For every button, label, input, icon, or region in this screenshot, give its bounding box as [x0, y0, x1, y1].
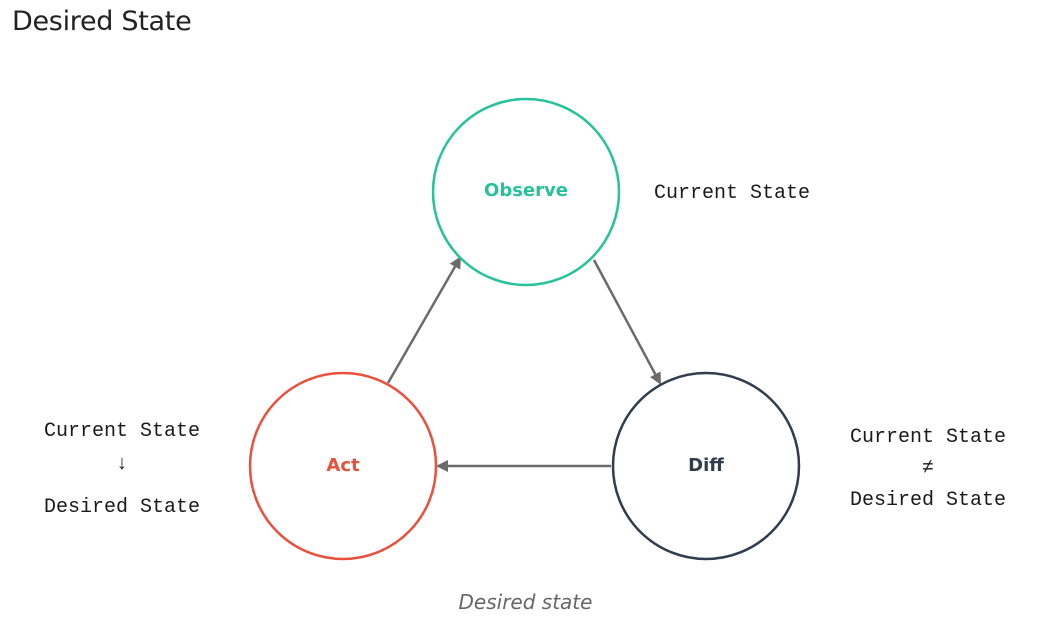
act-annotation-line1: Current State	[44, 420, 200, 443]
act-label: Act	[326, 455, 360, 476]
act-annotation-line2: Desired State	[44, 496, 200, 519]
observe-circle	[431, 97, 621, 287]
act-circle	[248, 371, 438, 561]
observe-annotation: Current State	[654, 182, 810, 205]
diff-annotation: Current State ≠ Desired State	[850, 426, 1006, 512]
observe-label: Observe	[484, 180, 568, 201]
arrow-act-to-observe	[386, 256, 462, 384]
diff-annotation-line2: Desired State	[850, 489, 1006, 512]
diff-circle	[611, 371, 801, 561]
node-observe: Observe	[431, 97, 621, 287]
figure-caption: Desired state	[458, 590, 593, 614]
node-diff: Diff	[611, 371, 801, 561]
node-act: Act	[248, 371, 438, 561]
down-arrow-symbol: ↓	[116, 453, 128, 476]
not-equal-symbol: ≠	[922, 457, 934, 480]
page-heading: Desired State	[12, 6, 192, 37]
diff-label: Diff	[688, 455, 724, 476]
arrow-observe-to-diff	[592, 259, 662, 385]
act-annotation: Current State ↓ Desired State	[44, 420, 200, 519]
diff-annotation-line1: Current State	[850, 426, 1006, 449]
